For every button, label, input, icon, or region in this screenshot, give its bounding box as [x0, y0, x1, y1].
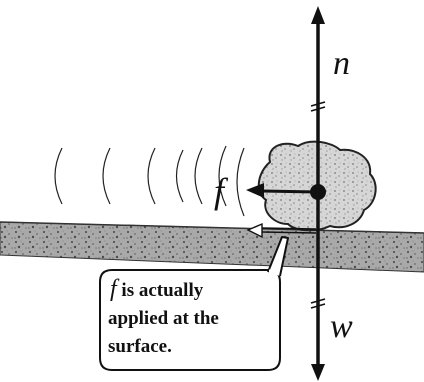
- ground-top-edge: [0, 221, 424, 234]
- motion-arc-4: [175, 149, 184, 203]
- friction-arrowhead: [246, 183, 264, 198]
- weight-ticks: [310, 298, 326, 309]
- motion-arc-3: [147, 147, 156, 205]
- motion-arc-2: [102, 147, 111, 205]
- callout-line-3: surface.: [108, 336, 172, 357]
- weight-label: w: [330, 308, 353, 345]
- normal-force-label: n: [333, 45, 350, 82]
- ground-surface: [0, 221, 424, 273]
- motion-arc-5: [194, 147, 203, 205]
- friction-label: f: [214, 171, 229, 211]
- motion-arc-7: [236, 147, 245, 217]
- normal-arrowhead: [311, 6, 325, 24]
- callout-line-1: f is actually: [110, 276, 204, 302]
- surface-friction-line-2: [261, 231, 317, 234]
- motion-lines: [54, 145, 245, 217]
- friction-arrow-line: [261, 189, 317, 194]
- motion-arc-6: [218, 145, 227, 207]
- callout-line-1-rest: is actually: [117, 280, 204, 301]
- callout-line-2: applied at the: [108, 308, 219, 329]
- callout-var-f: f: [110, 276, 120, 302]
- weight-arrowhead: [311, 364, 325, 381]
- callout-pointer: [267, 236, 289, 277]
- normal-ticks: [310, 101, 326, 112]
- surface-friction-line: [261, 227, 317, 230]
- center-of-mass-dot: [310, 184, 326, 200]
- surface-friction-arrowhead: [246, 222, 263, 239]
- motion-arc-1: [54, 147, 63, 205]
